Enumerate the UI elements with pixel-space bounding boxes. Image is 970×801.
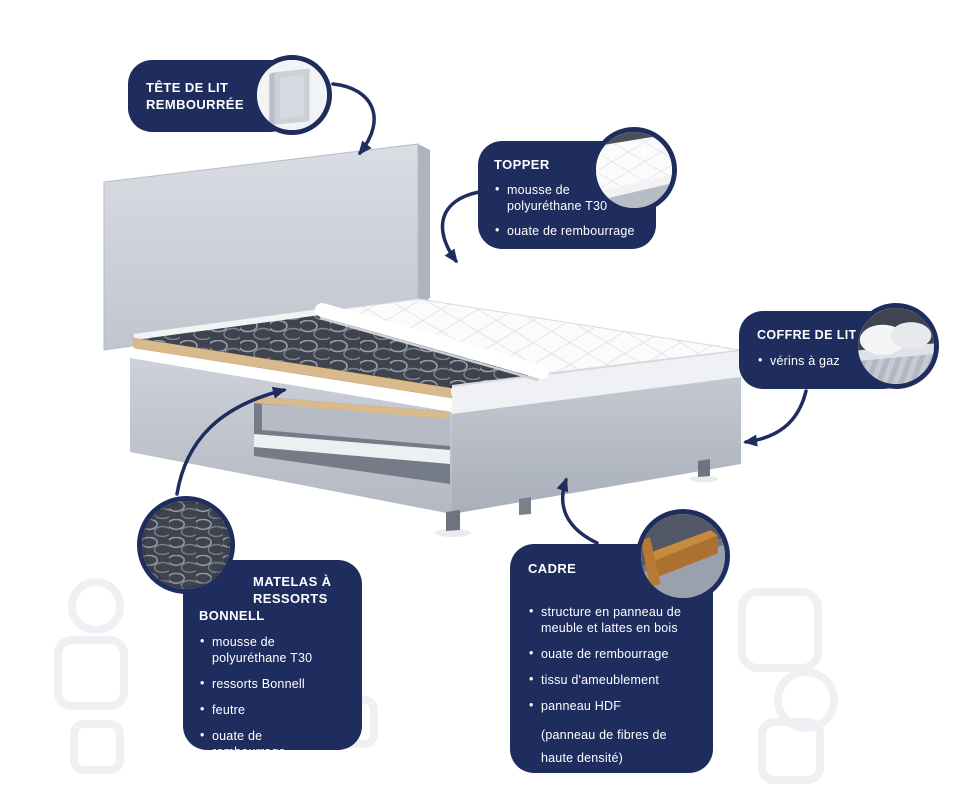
callout-title: TÊTE DE LIT REMBOURRÉE [146,79,244,112]
bullet-item: ressorts Bonnell [199,675,348,692]
callout-arrows [175,82,808,545]
callout-bullets: mousse de polyuréthane T30 ouate de remb… [494,181,644,239]
bullet-item: panneau HDF [528,697,696,714]
callout-title: MATELAS À RESSORTS BONNELL [199,574,332,624]
bullet-item: mousse de polyuréthane T30 [199,633,348,666]
bonnell-springs-photo [142,501,230,589]
callout-note: (panneau de fibres de haute densité) [541,728,667,766]
callout-title: TOPPER [494,157,550,172]
bullet-item: structure en panneau de meuble et lattes… [528,603,696,636]
arrow-storage [743,389,808,447]
storage-photo [858,308,934,384]
callout-bullets: mousse de polyuréthane T30 ressorts Bonn… [199,633,348,760]
arrow-frame [556,477,599,545]
bullet-item: ouate de rembourrage [528,645,696,662]
callout-bullets: structure en panneau de meuble et lattes… [528,603,699,714]
springs-photo-badge [137,496,235,594]
bullet-item: mousse de polyuréthane T30 [494,181,644,214]
arrow-topper [440,190,481,264]
frame-corner-photo [641,514,725,598]
callout-title: CADRE [528,561,577,576]
bullet-item: tissu d'ameublement [528,671,696,688]
bullet-item: ouate de rembourrage [199,727,348,760]
bed-headboard [103,143,430,351]
callout-bullets: vérins à gaz [757,352,863,369]
frame-photo-badge [636,509,730,603]
bullet-item: ouate de rembourrage [494,222,644,239]
bed-springs-layer [133,309,541,399]
topper-photo-badge [591,127,677,213]
watermark-shapes [54,578,838,784]
bed-feet [435,459,718,537]
headboard-photo-badge [252,55,332,135]
bed-base [130,358,741,537]
bullet-item: vérins à gaz [757,352,863,369]
arrow-mattress [175,386,287,496]
topper-photo [596,132,672,208]
storage-photo-badge [853,303,939,389]
arrow-headboard [331,82,376,156]
bullet-item: feutre [199,701,348,718]
callout-title: COFFRE DE LIT [757,328,857,342]
headboard-photo [257,60,327,130]
callout-bonnell-mattress: MATELAS À RESSORTS BONNELL mousse de pol… [183,560,362,759]
bed-topper-rolled-edge [315,303,549,379]
bed-cutaway-opening [254,396,450,484]
